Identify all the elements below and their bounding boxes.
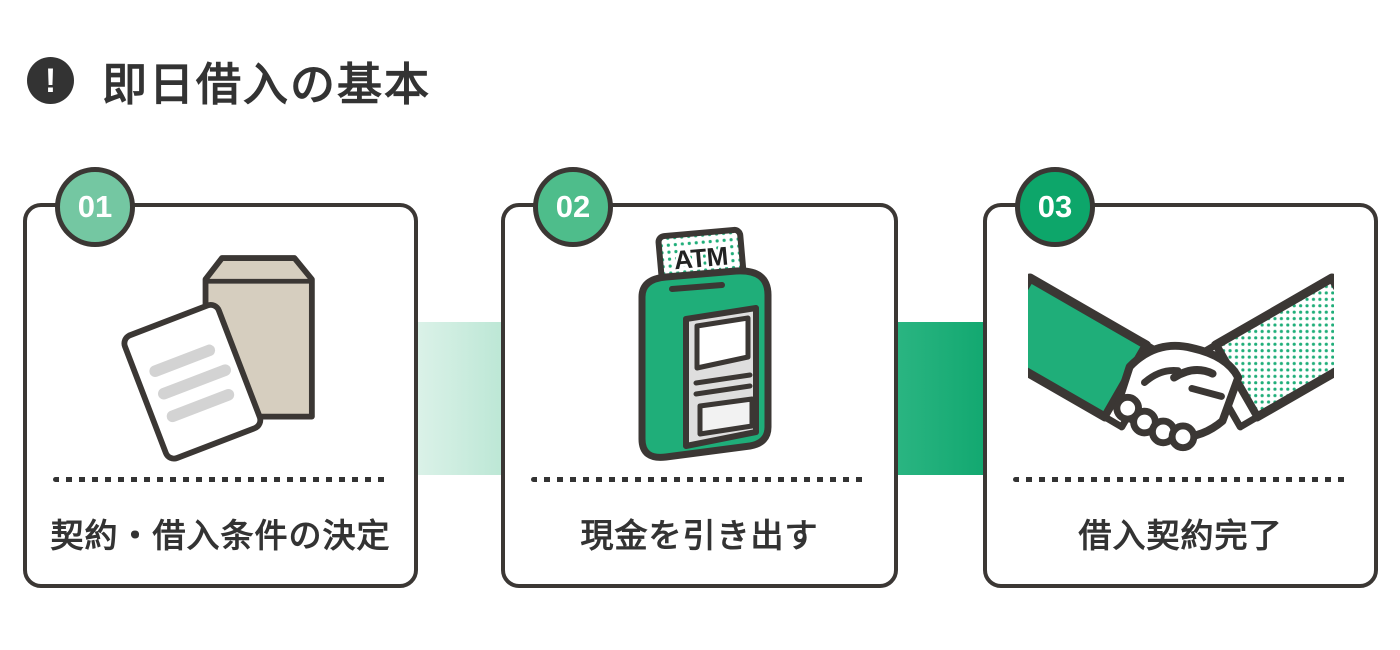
dotted-separator-3 [1013,477,1348,482]
step-label-2: 現金を引き出す [580,517,819,554]
step-icon-area-1 [27,221,414,473]
step-icon-area-3 [987,221,1374,473]
dotted-separator-2 [531,477,868,482]
step-card-2: 02 ATM [501,167,898,588]
handshake-icon [1027,273,1334,452]
step-number-badge-3: 03 [1015,167,1095,247]
connector-step2-step3 [894,322,986,475]
step-label-1: 契約・借入条件の決定 [50,517,391,554]
dotted-separator-1 [53,477,388,482]
exclamation-circle-icon: ! [27,57,74,104]
step-number-3: 03 [1037,189,1073,224]
step-label-3: 借入契約完了 [1078,517,1283,554]
step-number-2: 02 [555,189,591,224]
step-number-badge-1: 01 [55,167,135,247]
step-icon-area-2: ATM [505,221,894,473]
header: ! 即日借入の基本 [27,48,431,113]
page-title: 即日借入の基本 [102,59,432,110]
documents-envelope-icon [121,255,315,462]
connector-step1-step2 [414,322,504,475]
step-number-1: 01 [77,189,113,224]
step-card-1: 01 契約・借入条件の決定 [23,167,418,588]
atm-machine-icon: ATM [638,226,771,461]
step-card-3: 03 [983,167,1378,588]
step-number-badge-2: 02 [533,167,613,247]
